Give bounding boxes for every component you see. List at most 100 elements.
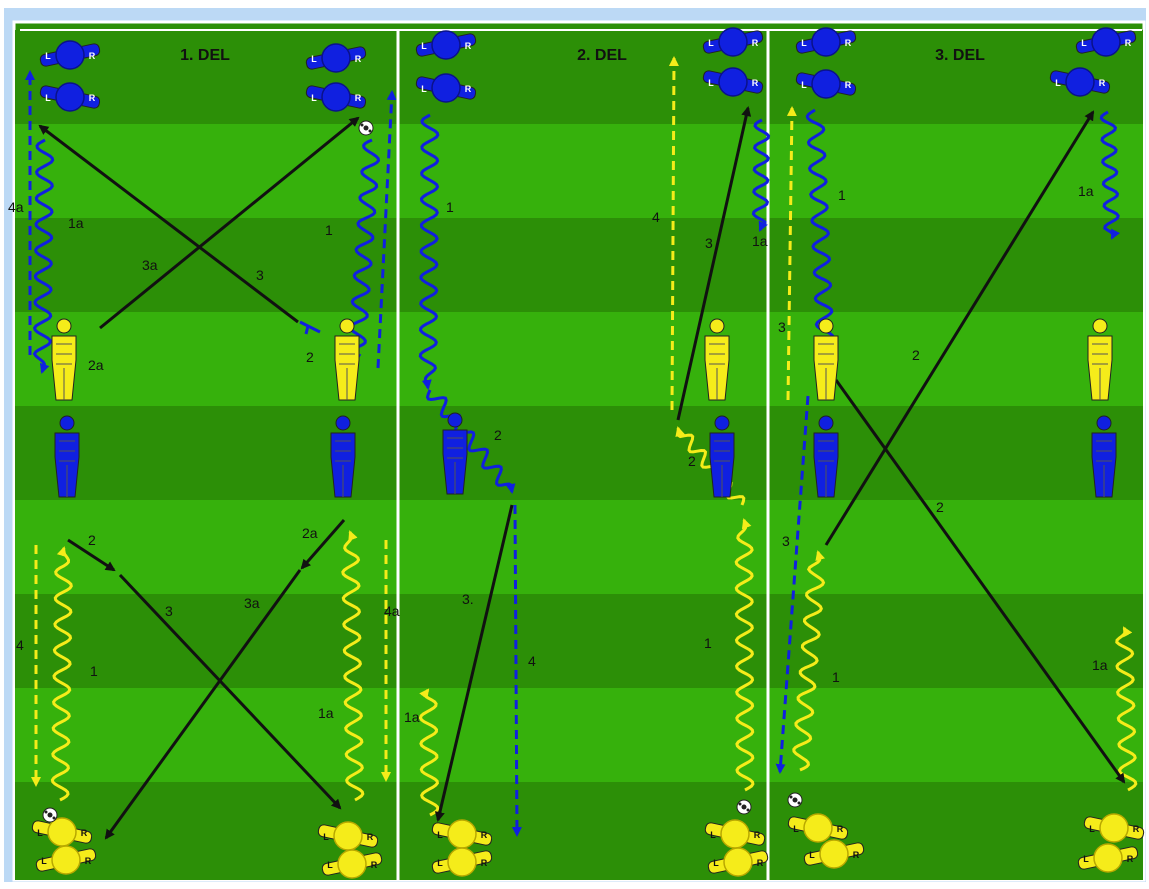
label: 3a xyxy=(142,257,158,273)
player-letter: L xyxy=(421,41,427,51)
player-letter: R xyxy=(81,828,88,838)
pass-3a-bottom xyxy=(104,569,302,840)
yellow-mannequin-icon xyxy=(1087,318,1113,401)
player-letter: R xyxy=(465,84,472,94)
blue-mannequin-icon xyxy=(442,412,468,495)
label: 2a xyxy=(302,525,318,541)
dribble-1a-blue xyxy=(32,138,55,374)
player-letter: L xyxy=(437,858,443,868)
player-letter: R xyxy=(367,832,374,842)
yellow-mannequin-icon xyxy=(51,318,77,401)
pass-3a xyxy=(99,116,360,330)
blue-mannequin-icon xyxy=(1091,415,1117,498)
dribble-1a-yellow xyxy=(341,530,365,802)
dribble-1-yellow-sec2 xyxy=(734,518,755,792)
dribble-1-yellow xyxy=(50,546,73,802)
player-letter: L xyxy=(1089,824,1095,834)
player-letter: R xyxy=(85,856,92,866)
pass-2-top xyxy=(67,538,116,572)
label: 3. xyxy=(462,591,474,607)
label: 2 xyxy=(88,532,96,548)
player-letter: L xyxy=(708,78,714,88)
section-1-title: 1. DEL xyxy=(180,47,230,64)
label: 1a xyxy=(68,215,84,231)
player-letter: R xyxy=(1133,824,1140,834)
yellow-mannequin-icon xyxy=(334,318,360,401)
player-letter: L xyxy=(421,84,427,94)
label: 4a xyxy=(384,603,400,619)
player-letter: L xyxy=(311,93,317,103)
section-3-title: 3. DEL xyxy=(935,47,985,64)
player-letter: L xyxy=(708,38,714,48)
label: 3 xyxy=(165,603,173,619)
player-letter: R xyxy=(853,850,860,860)
player-letter: R xyxy=(754,830,761,840)
player-letter: R xyxy=(89,51,96,61)
yellow-mannequin-icon xyxy=(704,318,730,401)
ball-icon xyxy=(736,799,752,815)
run-3-yellow-sec3 xyxy=(786,106,797,401)
pass-3 xyxy=(38,124,299,324)
pass-3-bottom xyxy=(118,573,342,810)
label: 3 xyxy=(778,319,786,335)
label: 1a xyxy=(1078,183,1094,199)
dribble-1-blue-sec2 xyxy=(418,113,440,390)
player-letter: L xyxy=(327,860,333,870)
player-letter: R xyxy=(845,38,852,48)
run-blue-right xyxy=(376,90,397,369)
mannequins xyxy=(51,318,1117,498)
label: 1 xyxy=(325,222,333,238)
label: 4 xyxy=(652,209,660,225)
dribble-1a-blue-sec3 xyxy=(1099,110,1121,240)
pass-2-down-sec3 xyxy=(834,379,1126,784)
yellow-mannequin-icon xyxy=(813,318,839,401)
label: 2 xyxy=(306,349,314,365)
label: 1 xyxy=(704,635,712,651)
label: 3 xyxy=(256,267,264,283)
pass-3-sec2 xyxy=(434,504,514,822)
label: 2 xyxy=(936,499,944,515)
label: 4 xyxy=(16,637,24,653)
player-letter: L xyxy=(801,38,807,48)
label: 2 xyxy=(688,453,696,469)
player-letter: R xyxy=(465,41,472,51)
player-letter: L xyxy=(311,54,317,64)
player-letter: R xyxy=(355,93,362,103)
run-4-yellow-sec2 xyxy=(668,56,679,411)
dribble-2-blue-sec2 xyxy=(425,389,516,494)
player-letter: R xyxy=(481,858,488,868)
run-3-blue-sec3 xyxy=(775,395,810,774)
label: 2 xyxy=(912,347,920,363)
pass-2-blue xyxy=(299,320,321,335)
dribble-1a-yellow-sec2 xyxy=(418,688,440,817)
label: 1a xyxy=(318,705,334,721)
player-letter: R xyxy=(1125,38,1132,48)
step-labels: 4a 1a 3a 3 1 2a 2 2 2a 3 3a 4 4a 1 1a 1 … xyxy=(8,183,1108,725)
run-4-blue xyxy=(511,504,522,837)
player-letter: L xyxy=(809,850,815,860)
ball-icon xyxy=(787,792,803,808)
player-letter: L xyxy=(41,856,47,866)
player-letter: R xyxy=(837,824,844,834)
dribble-1a-yellow-sec3 xyxy=(1115,626,1138,792)
balls xyxy=(42,120,803,823)
label: 1a xyxy=(404,709,420,725)
label: 1 xyxy=(446,199,454,215)
blue-mannequin-icon xyxy=(54,415,80,498)
player-letter: R xyxy=(371,860,378,870)
player-letter: R xyxy=(752,78,759,88)
pass-2a-bottom xyxy=(300,519,346,570)
player-letter: L xyxy=(1081,38,1087,48)
